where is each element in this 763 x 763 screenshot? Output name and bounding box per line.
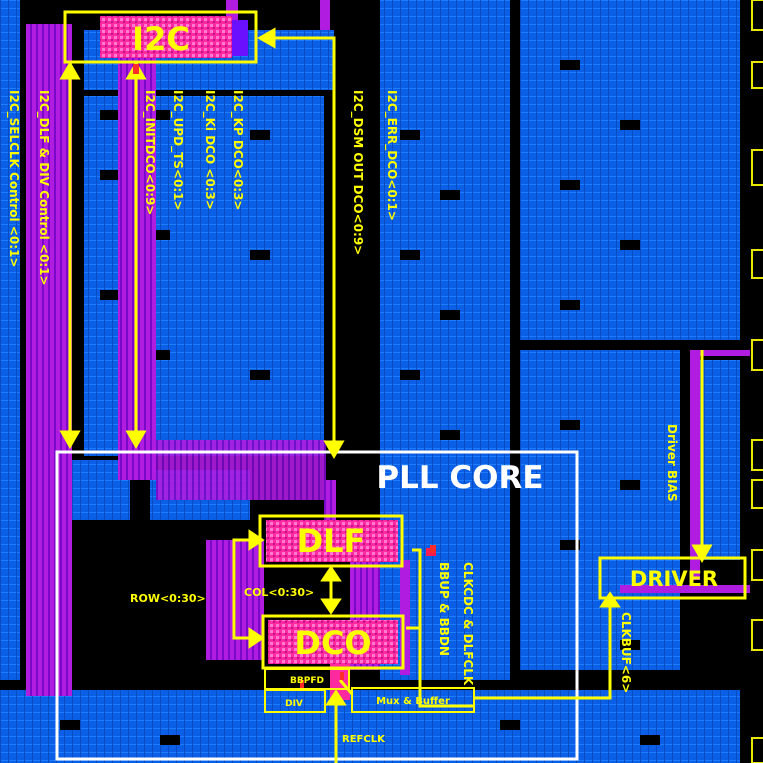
mux-buffer-label: Mux & Buffer <box>376 696 450 707</box>
dco-label: DCO <box>294 624 371 662</box>
dsm-out-label: I2C_DSM OUT DCO<0:9> <box>350 90 365 255</box>
kp-dco-label: I2C_KP DCO<0:3> <box>230 90 245 210</box>
i2c-label: I2C <box>132 20 190 58</box>
pll-core-label: PLL CORE <box>376 460 543 496</box>
clkcdc-dlfclk-label: CLKCDC & DLFCLK <box>461 562 475 686</box>
selclk-label: I2C_SELCLK Control <0:1> <box>6 90 21 267</box>
refclk-label: REFCLK <box>342 734 386 745</box>
driver-label: DRIVER <box>630 567 718 591</box>
row-label: ROW<0:30> <box>130 592 206 605</box>
ki-dco-label: I2C_Ki DCO <0:3> <box>202 90 217 210</box>
err-dco-label: I2C_ERR_DCO<0:1> <box>384 90 399 221</box>
div-label: DIV <box>285 699 303 709</box>
bbpfd-label: BBPFD <box>290 676 324 686</box>
initdco-label: I2C_INITDCO<0:9> <box>142 90 157 215</box>
clkbuf-label: CLKBUF<6> <box>619 612 633 693</box>
i2c-block-side <box>232 20 248 56</box>
col-label: COL<0:30> <box>244 586 314 599</box>
upd-ts-label: I2C_UPD_TS<0:1> <box>170 90 185 211</box>
dlf-div-label: I2C_DLF & DIV Control <0:1> <box>36 90 51 286</box>
bbup-bbdn-label: BBUP & BBDN <box>437 562 451 656</box>
dlf-label: DLF <box>297 522 366 560</box>
driver-bias-label: Driver BIAS <box>665 424 679 502</box>
